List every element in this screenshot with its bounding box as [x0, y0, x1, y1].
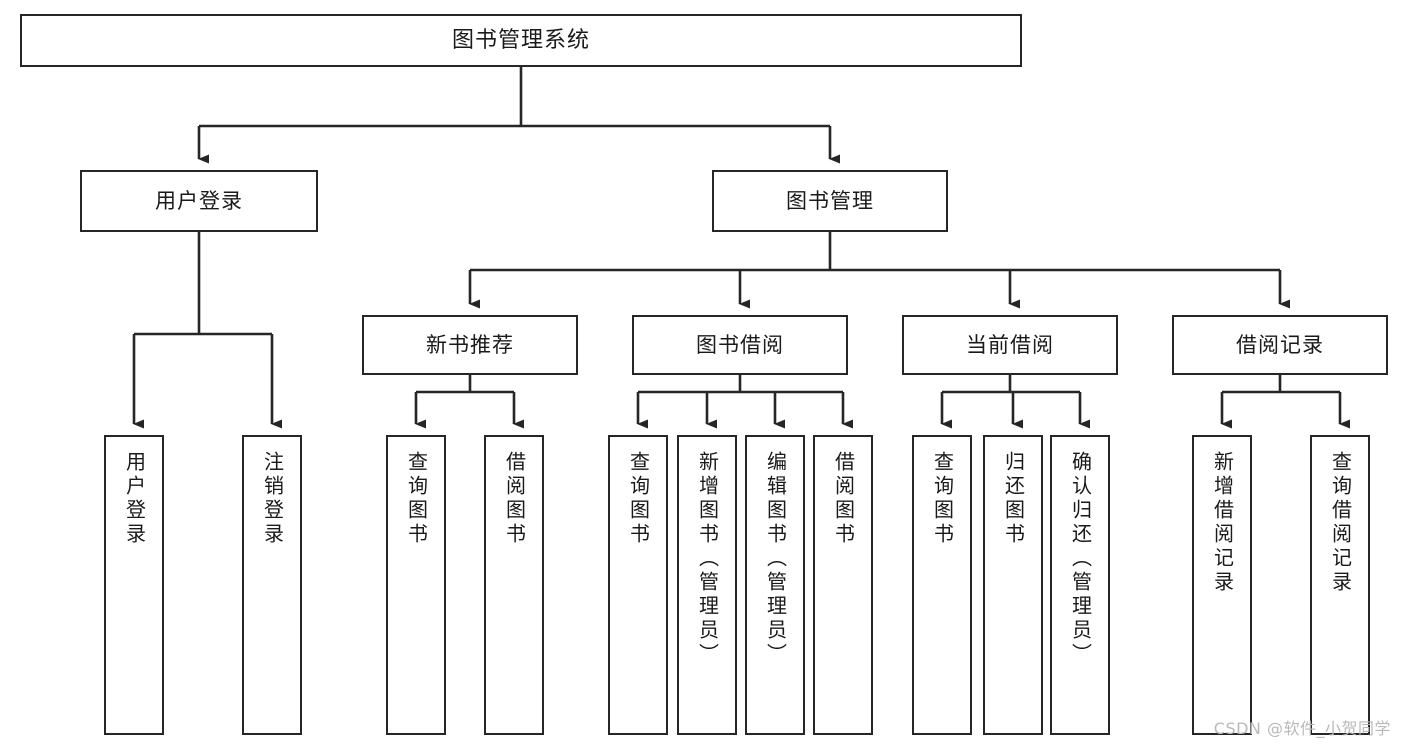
node-book-borrow-label: 图书借阅: [696, 332, 784, 357]
node-leaf-cur-confirm-label: 确认归还（管理员）: [1068, 451, 1093, 667]
node-user-login[interactable]: 用户登录: [80, 170, 318, 232]
node-book-manage[interactable]: 图书管理: [712, 170, 948, 232]
node-leaf-cur-return[interactable]: 归还图书: [983, 435, 1043, 735]
node-borrow-record-label: 借阅记录: [1236, 332, 1324, 357]
node-leaf-rec-borrow[interactable]: 借阅图书: [484, 435, 544, 735]
node-leaf-user-logout[interactable]: 注销登录: [242, 435, 302, 735]
node-leaf-cur-confirm[interactable]: 确认归还（管理员）: [1050, 435, 1110, 735]
csdn-watermark: CSDN @软件_小贺同学: [1213, 719, 1391, 738]
node-leaf-bor-query[interactable]: 查询图书: [608, 435, 668, 735]
node-leaf-user-login[interactable]: 用户登录: [104, 435, 164, 735]
node-leaf-bor-edit-label: 编辑图书（管理员）: [763, 451, 788, 667]
node-leaf-bor-add[interactable]: 新增图书（管理员）: [677, 435, 737, 735]
node-leaf-bor-edit[interactable]: 编辑图书（管理员）: [745, 435, 805, 735]
node-leaf-bor-borrow[interactable]: 借阅图书: [813, 435, 873, 735]
node-leaf-cur-query[interactable]: 查询图书: [912, 435, 972, 735]
node-leaf-user-login-label: 用户登录: [122, 451, 147, 547]
node-book-borrow[interactable]: 图书借阅: [632, 315, 848, 375]
node-book-manage-label: 图书管理: [786, 188, 874, 213]
node-leaf-rec-query-label: 查询图书: [404, 451, 429, 547]
node-leaf-rec-borrow-label: 借阅图书: [502, 451, 527, 547]
node-leaf-record-query[interactable]: 查询借阅记录: [1310, 435, 1370, 735]
node-leaf-bor-query-label: 查询图书: [626, 451, 651, 547]
node-leaf-bor-add-label: 新增图书（管理员）: [695, 451, 720, 667]
node-current-borrow-label: 当前借阅: [966, 332, 1054, 357]
node-new-book-rec-label: 新书推荐: [426, 332, 514, 357]
node-leaf-bor-borrow-label: 借阅图书: [831, 451, 856, 547]
node-leaf-cur-query-label: 查询图书: [930, 451, 955, 547]
node-user-login-label: 用户登录: [155, 188, 243, 213]
node-leaf-record-query-label: 查询借阅记录: [1328, 451, 1353, 595]
node-root-label: 图书管理系统: [451, 27, 590, 53]
node-leaf-rec-query[interactable]: 查询图书: [386, 435, 446, 735]
node-leaf-user-logout-label: 注销登录: [260, 451, 285, 547]
node-leaf-cur-return-label: 归还图书: [1001, 451, 1026, 547]
node-current-borrow[interactable]: 当前借阅: [902, 315, 1118, 375]
node-leaf-record-add-label: 新增借阅记录: [1210, 451, 1235, 595]
node-borrow-record[interactable]: 借阅记录: [1172, 315, 1388, 375]
node-new-book-rec[interactable]: 新书推荐: [362, 315, 578, 375]
node-leaf-record-add[interactable]: 新增借阅记录: [1192, 435, 1252, 735]
node-root[interactable]: 图书管理系统: [20, 14, 1022, 67]
